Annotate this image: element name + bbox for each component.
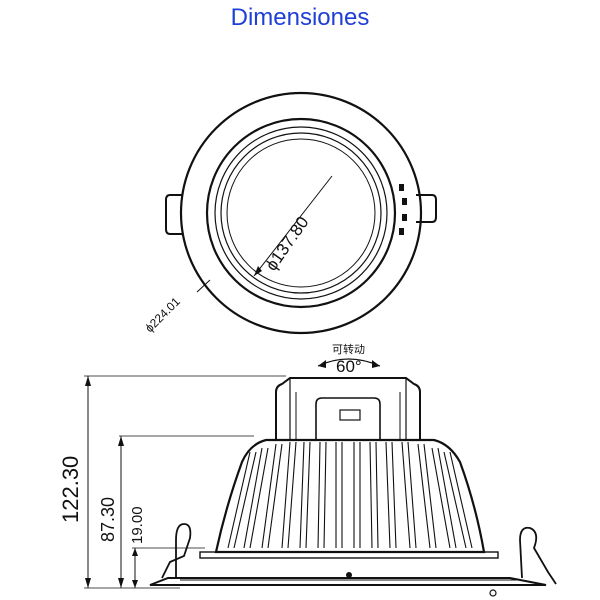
mounting-plate [199, 551, 499, 559]
top-view [165, 91, 437, 335]
heat-sink-fins [227, 441, 473, 549]
tilt-angle-label: 60° [336, 357, 362, 376]
bezel-ring [205, 117, 397, 309]
flange-height-label: 19.00 [129, 506, 146, 544]
inner-diameter-label: ϕ137.80 [262, 213, 313, 274]
terminal-block [315, 397, 381, 440]
center-screw [346, 572, 352, 578]
trim-flange [149, 577, 547, 586]
right-clip [416, 194, 437, 223]
outer-diameter-leader [196, 279, 211, 293]
body-height-label: 87.30 [98, 497, 118, 542]
right-spring-clip [519, 526, 557, 585]
lens-inner-ring [226, 138, 376, 288]
marker-dot [402, 198, 407, 205]
marker-dot [399, 184, 404, 191]
marker-dot [399, 228, 404, 235]
marker-dot [402, 214, 407, 221]
left-clip [165, 194, 183, 235]
page-title: Dimensiones [230, 4, 370, 31]
driver-box [275, 377, 421, 440]
outer-ring [179, 91, 423, 335]
tilt-note-label: 可转动 [332, 342, 365, 356]
arrowhead [254, 266, 262, 276]
inner-diameter-leader [253, 175, 333, 277]
lens-ring [220, 132, 382, 294]
side-view [84, 358, 557, 597]
outer-diameter-label: ϕ224.01 [142, 294, 183, 335]
heat-sink [214, 438, 486, 554]
pivot-pin [489, 589, 497, 597]
terminal-slot [339, 409, 361, 421]
total-height-label: 122.30 [58, 456, 83, 523]
bezel-inner-ring [214, 126, 388, 300]
left-spring-clip [161, 523, 192, 579]
